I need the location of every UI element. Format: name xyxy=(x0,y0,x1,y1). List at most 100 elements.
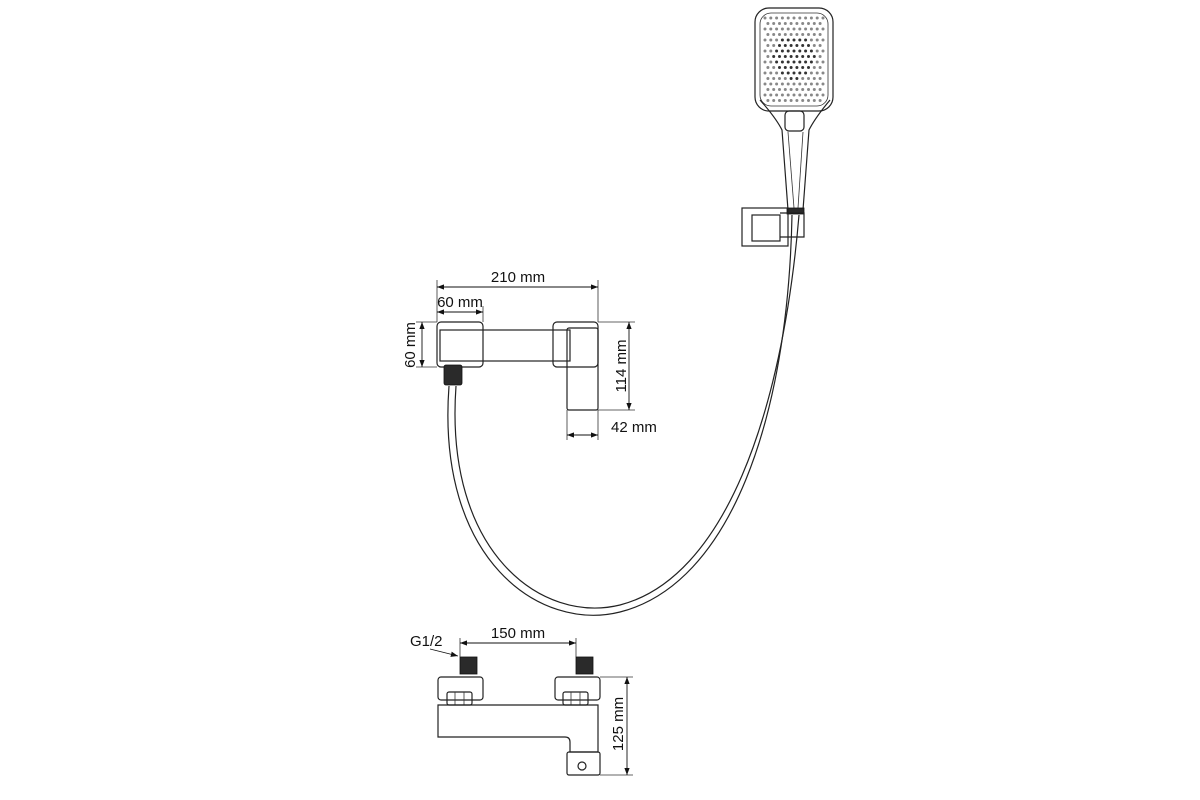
nozzle-dot xyxy=(789,33,793,36)
nozzle-dot xyxy=(809,71,813,75)
nozzle-dot xyxy=(763,38,767,42)
nozzle-dot xyxy=(778,77,781,80)
nozzle-dot xyxy=(818,33,822,36)
nozzle-dot xyxy=(804,38,808,42)
dim-60-width: 60 mm xyxy=(437,294,483,311)
nozzle-dot xyxy=(818,44,822,47)
spray-nozzles xyxy=(763,16,825,102)
nozzle-dot xyxy=(809,27,813,31)
nozzle-dot xyxy=(801,77,805,80)
nozzle-dot xyxy=(766,55,770,58)
nozzle-dot xyxy=(809,16,813,20)
nozzle-dot xyxy=(815,71,819,75)
nozzle-dot xyxy=(818,99,822,102)
nozzle-dot xyxy=(775,93,779,97)
nozzle-dot xyxy=(783,33,787,36)
nozzle-dot xyxy=(818,77,822,80)
nozzle-dot xyxy=(786,49,790,53)
mixer-bottom-view xyxy=(437,656,601,776)
nozzle-dot xyxy=(766,66,770,69)
nozzle-dot xyxy=(821,49,825,53)
nozzle-dot xyxy=(789,66,793,69)
nozzle-dot xyxy=(807,44,810,47)
nozzle-dot xyxy=(804,27,808,31)
nozzle-dot xyxy=(783,66,787,69)
nozzle-dot xyxy=(763,71,767,75)
nozzle-dot xyxy=(821,60,825,64)
nozzle-dot xyxy=(792,27,796,31)
nozzle-dot xyxy=(769,82,773,86)
nozzle-dot xyxy=(780,93,784,97)
thread-right xyxy=(575,656,594,675)
nozzle-dot xyxy=(778,22,781,25)
nozzle-dot xyxy=(780,38,784,42)
nozzle-dot xyxy=(821,16,825,20)
nozzle-dot xyxy=(795,99,799,102)
nozzle-dot xyxy=(798,60,802,64)
nozzle-dot xyxy=(789,44,793,47)
nozzle-dot xyxy=(818,55,822,58)
nozzle-dot xyxy=(769,49,773,53)
nozzle-dot xyxy=(804,71,808,75)
dim-125: 125 mm xyxy=(610,697,627,751)
nozzle-dot xyxy=(798,27,802,31)
nozzle-dot xyxy=(812,66,816,69)
nozzle-dot xyxy=(778,66,781,69)
nozzle-dot xyxy=(815,49,819,53)
nozzle-dot xyxy=(769,71,773,75)
nozzle-dot xyxy=(772,66,776,69)
nozzle-dot xyxy=(763,27,767,31)
nozzle-dot xyxy=(809,82,813,86)
nozzle-dot xyxy=(783,77,787,80)
nozzle-dot xyxy=(815,27,819,31)
nozzle-dot xyxy=(792,16,796,20)
nozzle-dot xyxy=(775,38,779,42)
nozzle-dot xyxy=(775,60,779,64)
nozzle-dot xyxy=(786,93,790,97)
nozzle-dot xyxy=(801,22,805,25)
nozzle-dot xyxy=(807,66,810,69)
dim-210: 210 mm xyxy=(491,269,545,286)
nozzle-dot xyxy=(772,77,776,80)
nozzle-dot xyxy=(821,71,825,75)
nozzle-dot xyxy=(772,99,776,102)
nozzle-dot xyxy=(783,44,787,47)
dim-42: 42 mm xyxy=(611,419,657,436)
nozzle-dot xyxy=(763,16,767,20)
nozzle-dot xyxy=(775,16,779,20)
nozzle-dot xyxy=(766,88,770,91)
hose-connector xyxy=(443,364,463,386)
nozzle-dot xyxy=(801,99,805,102)
nozzle-dot xyxy=(815,93,819,97)
nozzle-dot xyxy=(789,99,793,102)
nozzle-dot xyxy=(807,55,810,58)
nozzle-dot xyxy=(807,22,810,25)
nozzle-dot xyxy=(818,88,822,91)
nozzle-dot xyxy=(798,16,802,20)
nozzle-dot xyxy=(807,33,810,36)
nozzle-dot xyxy=(807,77,810,80)
nozzle-dot xyxy=(792,82,796,86)
nozzle-dot xyxy=(786,82,790,86)
nozzle-dot xyxy=(766,33,770,36)
nozzle-dot xyxy=(795,55,799,58)
nozzle-dot xyxy=(769,60,773,64)
nozzle-dot xyxy=(780,71,784,75)
nozzle-dot xyxy=(775,82,779,86)
nozzle-dot xyxy=(780,60,784,64)
nozzle-dot xyxy=(804,82,808,86)
nozzle-dot xyxy=(795,22,799,25)
nozzle-dot xyxy=(772,55,776,58)
nozzle-dot xyxy=(772,88,776,91)
nozzle-dot xyxy=(821,27,825,31)
nozzle-dot xyxy=(809,49,813,53)
nozzle-dot xyxy=(815,60,819,64)
nozzle-dot xyxy=(809,93,813,97)
nozzle-dot xyxy=(792,38,796,42)
nozzle-dot xyxy=(763,82,767,86)
wall-holder xyxy=(741,207,805,247)
nozzle-dot xyxy=(798,82,802,86)
nozzle-dot xyxy=(789,88,793,91)
nozzle-dot xyxy=(807,88,810,91)
